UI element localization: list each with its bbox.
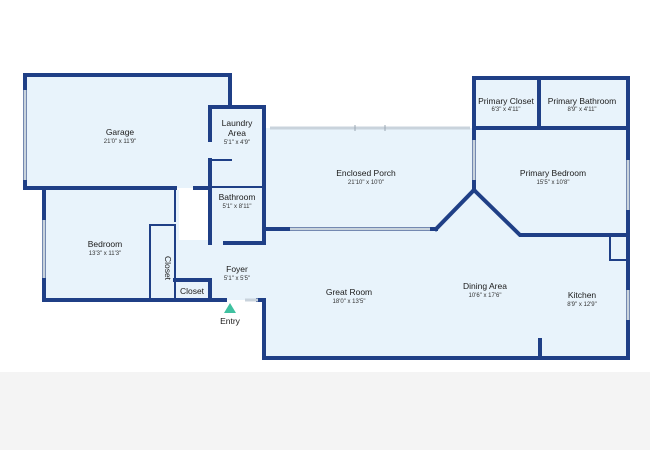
porch-floor xyxy=(264,128,474,229)
bedroom-closet-wall xyxy=(149,224,176,300)
great-room-left-wall xyxy=(262,126,630,360)
primary-closet-name: Primary Closet xyxy=(478,96,534,106)
laundry-name-1: Laundry xyxy=(222,118,253,128)
bedroom-name: Bedroom xyxy=(88,239,123,249)
primary-bedroom-name: Primary Bedroom xyxy=(520,168,586,178)
entry-arrow-icon xyxy=(224,303,236,313)
laundry-dim: 5'1" x 4'9" xyxy=(224,140,250,146)
bathroom-floor xyxy=(210,187,264,243)
foyer-dim: 5'1" x 5'5" xyxy=(224,276,250,282)
great-room-name: Great Room xyxy=(326,287,372,297)
primary-bathroom-floor xyxy=(539,78,628,128)
kitchen-nook xyxy=(609,235,628,261)
entry-label: Entry xyxy=(220,316,241,326)
primary-closet-dim: 6'3" x 4'11" xyxy=(491,107,520,113)
foyer-name: Foyer xyxy=(226,264,248,274)
bedroom-dim: 13'3" x 11'3" xyxy=(89,251,121,257)
great-room-dim: 18'0" x 13'5" xyxy=(333,299,366,305)
bedroom-floor xyxy=(44,190,179,300)
primary-bathroom-dim: 8'9" x 4'11" xyxy=(567,107,596,113)
main-floor xyxy=(264,190,628,358)
laundry-top-wall xyxy=(208,105,266,130)
room-labels: Garage 21'0" x 11'9" Laundry Area 5'1" x… xyxy=(88,96,617,308)
laundry-name-2: Area xyxy=(228,128,246,138)
floor-fills xyxy=(25,75,628,358)
kitchen-name: Kitchen xyxy=(568,290,597,300)
kitchen-dim: 8'9" x 12'9" xyxy=(567,302,597,308)
primary-closet-floor xyxy=(474,78,539,128)
garage-dim: 21'0" x 11'9" xyxy=(104,139,136,145)
closet-name: Closet xyxy=(180,286,205,296)
garage-floor xyxy=(25,75,230,188)
bathroom-dim: 5'1" x 8'11" xyxy=(222,204,251,210)
porch-name: Enclosed Porch xyxy=(336,168,396,178)
dining-area-dim: 10'6" x 17'6" xyxy=(469,293,502,299)
porch-dim: 21'10" x 10'0" xyxy=(348,180,384,186)
primary-bedroom-angled-wall xyxy=(471,187,630,237)
primary-bedroom-dim: 15'5" x 10'8" xyxy=(537,180,570,186)
foyer-floor xyxy=(175,240,265,300)
dining-area-name: Dining Area xyxy=(463,281,507,291)
primary-bathroom-name: Primary Bathroom xyxy=(548,96,617,106)
primary-top-wall xyxy=(472,76,630,130)
closet-vertical-name: Closet xyxy=(163,256,173,281)
porch-angled-wall xyxy=(433,187,477,232)
laundry-floor xyxy=(210,107,264,187)
bathroom-name: Bathroom xyxy=(219,192,256,202)
ground-strip xyxy=(0,372,650,450)
garage-name: Garage xyxy=(106,127,135,137)
windows xyxy=(23,90,630,320)
